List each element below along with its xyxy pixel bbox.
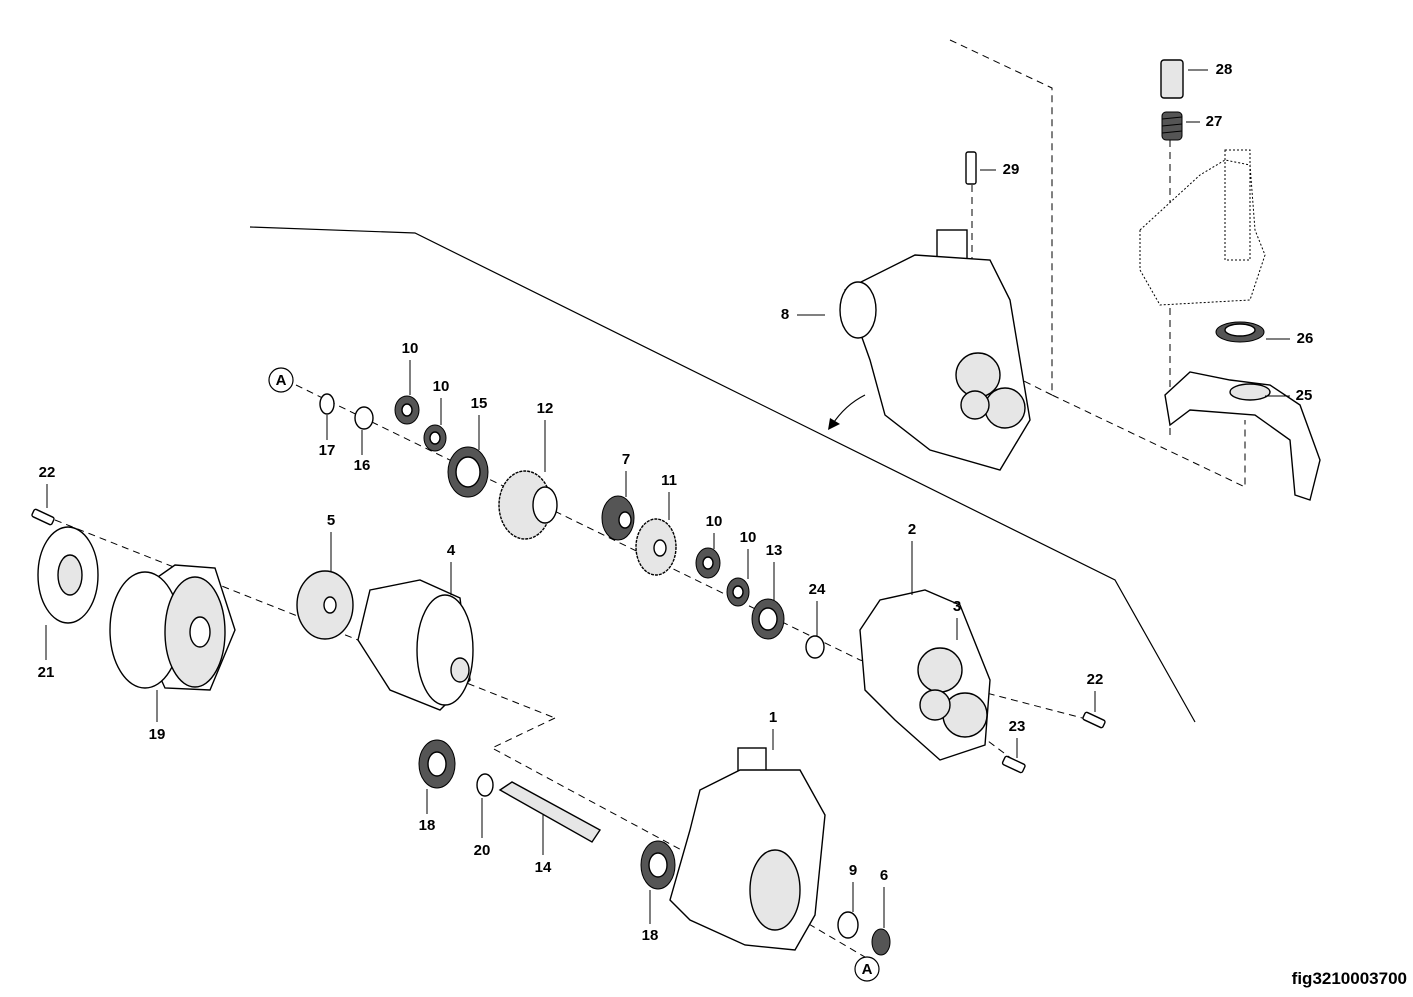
part-12-gear [498,470,558,540]
svg-text:A: A [862,961,873,978]
callout-23: 23 [1009,718,1026,735]
callout-10: 10 [740,529,757,546]
callout-26: 26 [1297,330,1314,347]
part-10-bearing-a [394,395,420,425]
part-22-screw-left [31,508,55,526]
callout-7: 7 [622,451,630,468]
svg-text:A: A [276,372,287,389]
part-18-bearing-a [418,739,456,789]
part-4-motor [357,579,474,711]
part-10-bearing-b [423,424,447,452]
callout-24: 24 [809,581,826,598]
section-divider [249,226,1196,723]
callout-8: 8 [781,306,789,323]
callout-10: 10 [402,340,419,357]
part-28-cap [1160,59,1184,99]
callout-12: 12 [537,400,554,417]
part-23-screw [1001,755,1026,774]
part-8-drive-unit [839,229,1031,471]
callout-1: 1 [769,709,777,726]
part-15-bearing [447,446,489,498]
part-7-gear [601,495,635,541]
rotation-arrow-icon [831,394,866,426]
leader-lines [45,69,1290,928]
part-16-ring [354,406,374,430]
steering-bracket-outline [949,39,1246,488]
callout-2: 2 [908,521,916,538]
callout-6: 6 [880,867,888,884]
callout-5: 5 [327,512,335,529]
part-2-3-gearbox [859,589,991,761]
callout-27: 27 [1206,113,1223,130]
part-5-brake [296,570,354,640]
part-18-bearing-b [640,840,676,890]
callout-18: 18 [419,817,436,834]
callout-19: 19 [149,726,166,743]
part-26-bearing [1215,321,1265,343]
part-22-screw-right [1082,711,1106,729]
part-27-spring [1161,111,1183,141]
callout-16: 16 [354,457,371,474]
part-21-plate [37,526,99,624]
callout-15: 15 [471,395,488,412]
callout-17: 17 [319,442,336,459]
part-1-housing [669,747,826,951]
callout-10: 10 [433,378,450,395]
part-10-bearing-c [695,547,721,579]
callout-29: 29 [1003,161,1020,178]
part-20-ring [476,773,494,797]
reference-marker-a-bottom: A [854,956,880,982]
callout-22: 22 [39,464,56,481]
callout-3: 3 [953,598,961,615]
steering-housing-phantom [1139,149,1266,306]
part-10-bearing-d [726,577,750,607]
callout-11: 11 [661,472,677,489]
callout-22: 22 [1087,671,1104,688]
callout-4: 4 [447,542,456,559]
part-9-ring [837,911,859,939]
callout-9: 9 [849,862,857,879]
part-6-pinion [871,928,891,956]
callout-28: 28 [1216,61,1233,78]
callout-18: 18 [642,927,659,944]
callout-13: 13 [766,542,783,559]
reference-marker-a-top: A [268,367,294,393]
part-17-retaining-ring [319,393,335,415]
callout-20: 20 [474,842,491,859]
part-14-shaft [498,781,602,843]
part-11-gear [635,518,677,576]
part-29-screw [965,151,977,185]
part-13-bearing [751,598,785,640]
part-24-ring [805,635,825,659]
figure-id: fig3210003700 [1291,969,1407,988]
part-19-wheel [109,564,236,691]
callout-25: 25 [1296,387,1313,404]
callout-14: 14 [535,859,552,876]
part-25-arm [1164,371,1321,501]
callout-21: 21 [38,664,55,681]
callout-10: 10 [706,513,723,530]
